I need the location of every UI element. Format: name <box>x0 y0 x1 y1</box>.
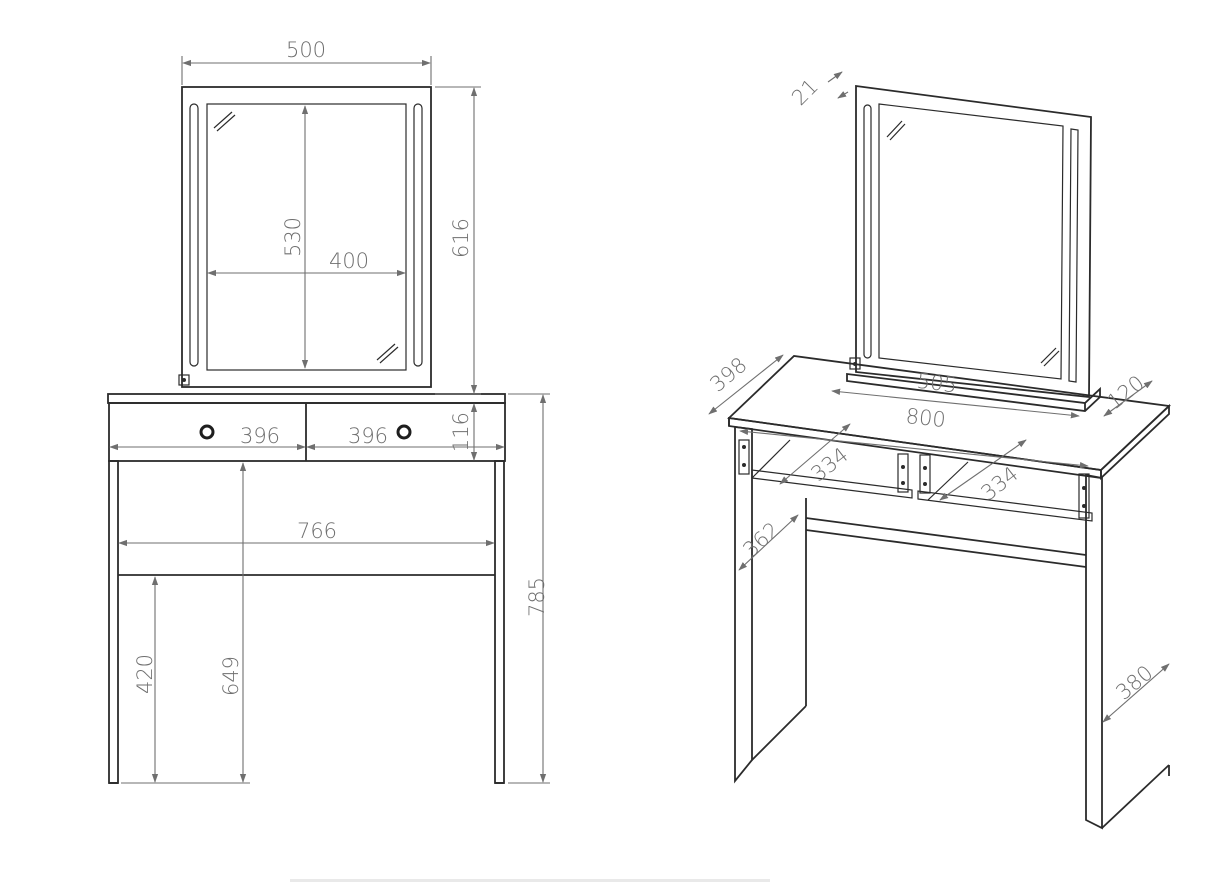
dim-total-height: 785 <box>525 577 549 617</box>
dim-drawer-height: 116 <box>449 412 473 452</box>
iso-led-strip-left <box>863 104 872 359</box>
drawer-knob-left <box>199 424 215 440</box>
dim-mirror-thickness: 21 <box>787 74 823 110</box>
dim-mirror-base-depth: 120 <box>1103 371 1149 415</box>
iso-led-strip-right <box>1068 128 1079 383</box>
dim-under-drawer-height: 649 <box>219 656 243 696</box>
drawer-knob-right <box>396 424 412 440</box>
dim-iso-side-depth: 380 <box>1111 661 1157 705</box>
front-desk <box>107 393 506 784</box>
leg-right <box>494 460 505 784</box>
dim-under-shelf-height: 420 <box>133 654 157 694</box>
leg-left <box>108 460 119 784</box>
dim-drawer-left-width: 396 <box>240 424 280 448</box>
iso-side-panel-right <box>1085 473 1103 830</box>
dim-mirror-height: 616 <box>449 218 473 258</box>
dim-drawer-right-width: 396 <box>348 424 388 448</box>
front-dimensions: 500 616 530 400 396 396 116 766 785 420 <box>109 38 550 784</box>
dim-iso-top-width: 800 <box>905 404 947 432</box>
iso-side-panel-left <box>734 425 753 784</box>
dim-mirror-base-width: 505 <box>915 369 958 398</box>
led-strip-left <box>189 103 199 367</box>
dim-iso-depth: 398 <box>705 353 751 397</box>
front-view: 500 616 530 400 396 396 116 766 785 420 <box>107 38 550 784</box>
dim-glass-height: 530 <box>281 217 305 257</box>
bottom-scroll-track <box>290 879 770 882</box>
front-mirror <box>178 86 432 388</box>
iso-mirror <box>846 84 1101 412</box>
iso-desk <box>727 355 1171 830</box>
led-strip-right <box>413 103 423 367</box>
iso-view: 21 398 505 120 800 334 334 362 380 <box>705 71 1171 830</box>
mirror-switch-icon <box>178 374 190 386</box>
dim-glass-width: 400 <box>329 249 369 273</box>
dim-mirror-width: 500 <box>286 38 326 62</box>
dim-iso-inner-depth: 362 <box>738 517 784 562</box>
dim-inner-width: 766 <box>297 519 337 543</box>
